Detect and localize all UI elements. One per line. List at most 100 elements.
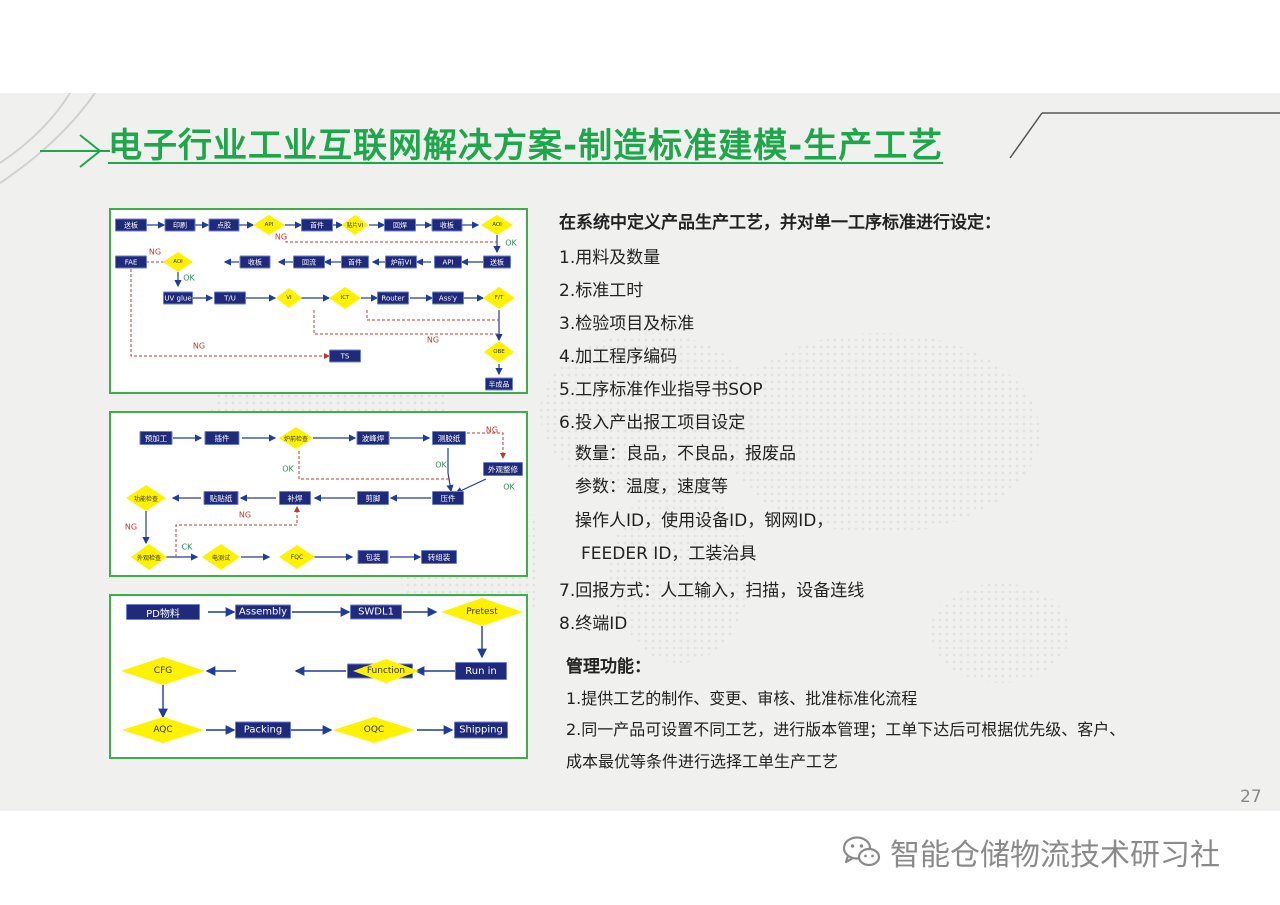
process-step-box: 包装 [357, 550, 389, 564]
decision-label: 功能检查 [133, 495, 158, 503]
decision-diamond: F/T [483, 287, 515, 309]
sub-list-item: FEEDER ID，工装治具 [581, 544, 757, 564]
process-step-box: 点胶 [208, 218, 240, 232]
decision-diamond: ICT [329, 287, 361, 309]
process-step-box: 送板 [483, 255, 511, 269]
edge-label: OK [435, 460, 447, 470]
process-step-box: 测胶纸 [432, 431, 466, 445]
process-step-box: PD物料 [126, 604, 200, 620]
decision-diamond: FQC [279, 545, 315, 569]
decision-diamond: VI [276, 288, 302, 308]
process-step-box: 半成品 [485, 377, 513, 391]
management-item: 1.提供工艺的制作、变更、审核、批准标准化流程 [566, 689, 918, 708]
process-step-box: Run in [455, 662, 507, 680]
management-heading: 管理功能： [566, 657, 651, 677]
sub-list-item: 数量：良品，不良品，报废品 [575, 444, 796, 464]
page-title: 电子行业工业互联网解决方案-制造标准建模-生产工艺 [108, 126, 944, 166]
process-step-box: 收板 [239, 255, 271, 269]
process-step-box: Assembly [235, 604, 291, 620]
process-step-box: 回流 [293, 255, 325, 269]
edge-label: CK [181, 542, 193, 552]
list-item: 4.加工程序编码 [559, 347, 678, 367]
dip-process-diagram: 预加工 插件 波峰焊 测胶纸外观整修压件 剪脚 补焊 贴贴纸包装 转组装 炉前检查功能检查外观检… [109, 411, 528, 577]
list-item: 1.用料及数量 [559, 248, 661, 268]
list-item: 8.终端ID [559, 614, 628, 634]
process-step-box: Shipping [454, 721, 508, 739]
edge-label: NG [485, 425, 499, 435]
decision-label: OBE [493, 349, 505, 355]
decision-label: ICT [340, 295, 350, 301]
process-step-box: 印刷 [164, 218, 196, 232]
process-step-box: 补焊 [279, 491, 311, 505]
decision-diamond: AQC [122, 717, 204, 743]
decision-label: F/T [494, 295, 504, 301]
process-step-box: 转组装 [421, 550, 457, 564]
edge-label: OK [505, 238, 517, 248]
decision-label: VI [286, 295, 292, 301]
process-step-box: Ass'y [432, 291, 464, 305]
edge-label: OK [183, 273, 195, 283]
process-step-box: UV glue [163, 291, 193, 305]
process-step-box: Router [377, 291, 409, 305]
edge-label: NG [426, 335, 440, 345]
list-item: 6.投入产出报工项目设定 [559, 413, 746, 433]
decision-diamond: CFG [121, 657, 205, 685]
decision-label: 电测试 [211, 554, 230, 562]
process-step-box: 剪脚 [357, 491, 389, 505]
sub-list-item: 参数：温度，速度等 [575, 477, 728, 497]
page-number: 27 [1240, 787, 1262, 807]
edge-label: OK [282, 464, 294, 474]
title-decoration [0, 93, 1280, 184]
decision-diamond: OQC [333, 717, 415, 743]
decision-label: 外观检查 [136, 554, 161, 562]
decision-label: CFG [153, 666, 173, 676]
process-step-box: 插件 [204, 431, 240, 445]
management-item: 成本最优等条件进行选择工单生产工艺 [566, 752, 839, 771]
edge-label: NG [274, 232, 288, 242]
decision-label: FQC [290, 553, 304, 561]
decision-diamond: API [253, 215, 285, 235]
list-item: 5.工序标准作业指导书SOP [559, 380, 763, 400]
process-step-box: 炉前VI [385, 255, 417, 269]
decision-label: 贴片VI [346, 223, 364, 229]
assembly-flow-arrows [158, 607, 487, 735]
decision-label: Function [366, 666, 406, 676]
process-step-box: TS [329, 349, 361, 363]
list-item: 2.标准工时 [559, 281, 644, 301]
decision-diamond: Function [353, 659, 419, 683]
sub-list-item: 操作人ID，使用设备ID，钢网ID， [575, 511, 834, 531]
dip-flow-arrows [142, 432, 506, 561]
decision-diamond: Pretest [441, 598, 523, 626]
decision-label: API [264, 222, 274, 228]
decision-diamond: AOI [481, 215, 513, 235]
process-step-box: 外观整修 [483, 462, 523, 476]
process-step-box: 贴贴纸 [203, 491, 239, 505]
edge-label: NG [238, 510, 252, 520]
decision-diamond: 贴片VI [341, 215, 369, 235]
process-step-box: 送板 [115, 218, 147, 232]
decision-label: AQC [153, 725, 173, 735]
process-step-box: 收板 [431, 218, 463, 232]
decision-diamond: 炉前检查 [279, 427, 313, 449]
decision-diamond: 外观检查 [131, 544, 167, 570]
edge-label: NG [124, 522, 138, 532]
list-item: 3.检验项目及标准 [559, 314, 695, 334]
decision-label: OQC [363, 725, 385, 735]
process-step-box: Packing [235, 721, 291, 739]
list-item: 7.回报方式：人工输入，扫描，设备连线 [559, 581, 865, 601]
process-step-box: 波峰焊 [356, 431, 390, 445]
smt-flow-arrows [130, 221, 503, 376]
process-step-box: 首件 [301, 218, 333, 232]
watermark-text: 智能仓储物流技术研习社 [890, 838, 1220, 873]
decision-diamond: AOI [163, 252, 193, 272]
process-step-box: 压件 [432, 491, 464, 505]
edge-label: NG [148, 247, 162, 257]
process-step-box: T/U [214, 291, 246, 305]
decision-diamond: 功能检查 [126, 485, 166, 511]
process-step-box: FAE [115, 255, 147, 269]
process-step-box: API [434, 255, 462, 269]
decision-label: AOI [173, 259, 183, 265]
process-step-box: 预加工 [139, 431, 173, 445]
